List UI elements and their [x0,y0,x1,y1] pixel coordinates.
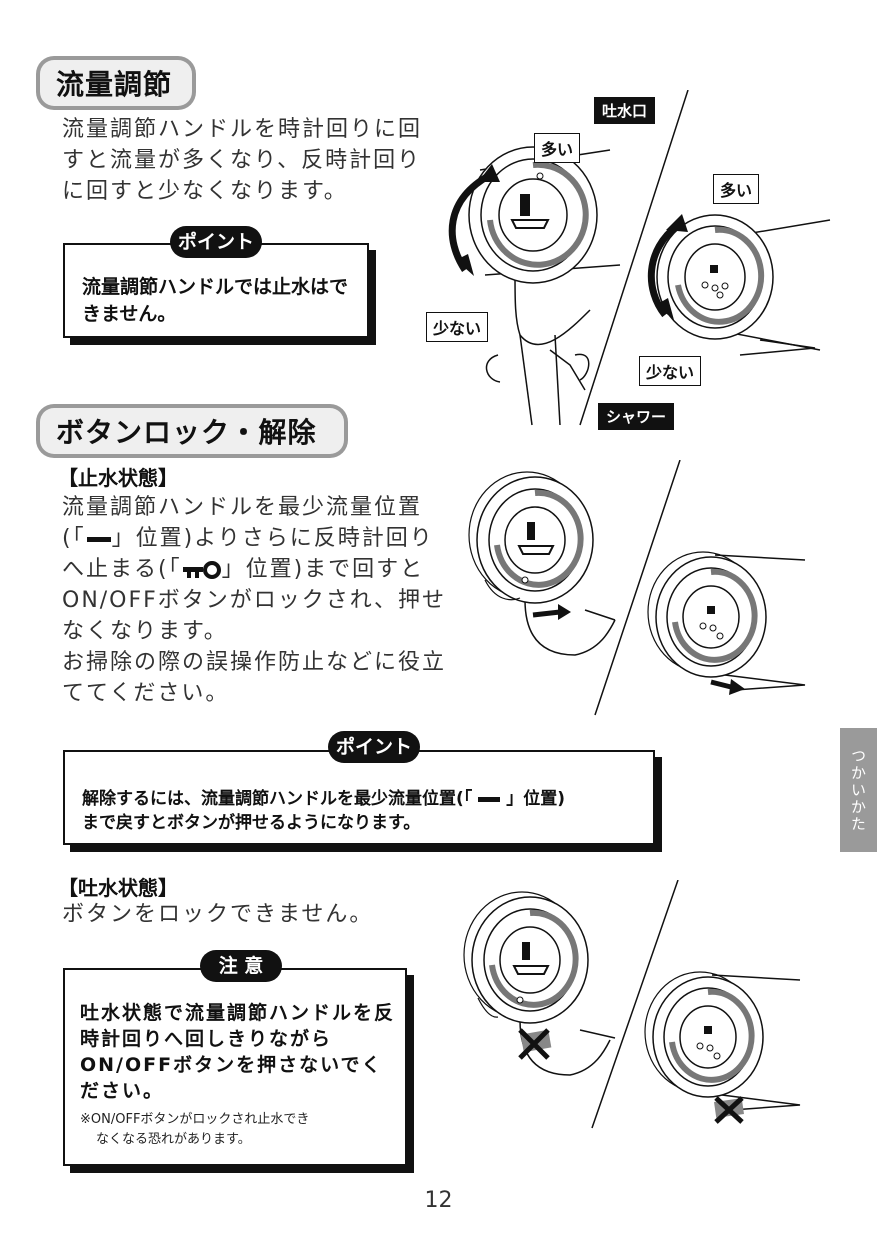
tag-shower: シャワー [598,403,675,430]
stop-state-line-1: 流量調節ハンドルを最少流量位置 [62,495,423,520]
section-heading-lock-text: ボタンロック・解除 [40,408,344,454]
point-badge-unlock: ポイント [328,731,420,763]
stop-state-line-6: お掃除の際の誤操作防止などに役立 [62,650,447,675]
page-number: 12 [424,1188,453,1213]
spout-no-lock-diagram [463,880,801,1129]
stop-state-line-7: ててください。 [62,681,230,706]
side-tab-usage[interactable]: つかいかた [840,728,877,852]
spout-state-text: ボタンをロックできません。 [62,902,374,927]
tag-outlet: 吐水口 [594,97,656,124]
stop-state-label: 【止水状態】 [58,466,178,490]
flow-adjust-diagram [448,90,831,426]
spout-state-label: 【吐水状態】 [58,876,178,900]
tag-more-left: 多い [534,133,581,163]
flow-description: 流量調節ハンドルを時計回りに回すと流量が多くなり、反時計回りに回すと少なくなりま… [62,117,423,204]
point-text-unlock-line-1: 解除するには、流量調節ハンドルを最少流量位置(「」位置) [82,789,566,809]
caution-badge: 注 意 [200,950,282,982]
dash-symbol [478,796,501,802]
tag-less-left: 少ない [426,312,489,342]
caution-note-line-1: ※ON/OFFボタンがロックされ止水でき [80,1112,310,1127]
key-lock-icon [182,561,221,579]
point-text-unlock-line-2: まで戻すとボタンが押せるようになります。 [82,813,421,833]
stop-state-line-5: なくなります。 [62,619,228,644]
lock-diagram [468,460,806,716]
point-badge-flow: ポイント [170,226,262,258]
caution-box [63,968,407,1166]
caution-text: 吐水状態で流量調節ハンドルを反時計回りへ回しきりながらON/OFFボタンを押さな… [80,1002,396,1102]
stop-state-line-2: (「」位置)よりさらに反時計回り [62,526,434,551]
dash-symbol [86,536,111,542]
section-heading-lock: ボタンロック・解除 [36,404,348,458]
stop-state-line-3: へ止まる(「」位置)まで回すと [62,557,425,582]
section-heading-flow-text: 流量調節 [40,60,192,106]
stop-state-line-4: ON/OFFボタンがロックされ、押せ [62,588,447,613]
section-heading-flow: 流量調節 [36,56,196,110]
point-text-flow: 流量調節ハンドルでは止水はできません。 [82,276,349,325]
caution-note-line-2: なくなる恐れがあります。 [96,1132,251,1147]
tag-less-right: 少ない [639,356,702,386]
tag-more-right: 多い [713,174,760,204]
